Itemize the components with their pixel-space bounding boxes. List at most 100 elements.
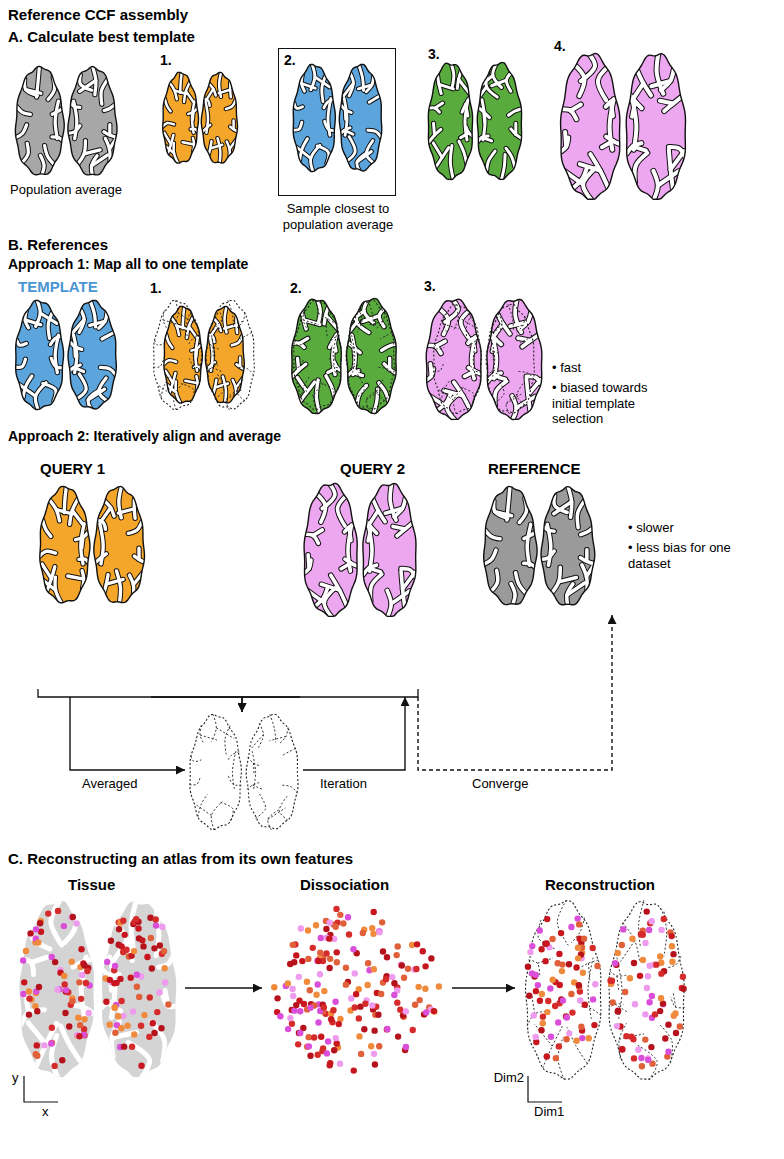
cell-dot (533, 972, 539, 978)
cell-dot (401, 975, 407, 981)
dotted-sulcus (279, 796, 288, 820)
cell-dot (376, 928, 382, 934)
dotted-sulcus (215, 374, 224, 399)
cell-dot (560, 997, 566, 1003)
cell-dot (85, 1010, 91, 1016)
cell-dot (620, 926, 626, 932)
dotted-sulcus (207, 341, 219, 349)
cell-dot (384, 1026, 390, 1032)
cell-dot (415, 984, 421, 990)
cell-dot (153, 916, 159, 922)
cell-dot (383, 976, 389, 982)
dotted-sulcus (492, 339, 495, 376)
dotted-sulcus (508, 325, 523, 329)
dotted-sulcus (193, 335, 196, 372)
brain-hemisphere (163, 72, 199, 163)
brain-outline (15, 66, 64, 174)
cell-dot (315, 1052, 321, 1058)
sulcus (635, 153, 648, 182)
cell-dot (73, 920, 79, 926)
dotted-sulcus (636, 1044, 658, 1080)
cell-dot (410, 1027, 416, 1033)
sulci (39, 486, 89, 603)
cell-dot (564, 1014, 570, 1020)
sulcus (451, 62, 454, 88)
cell-dot (645, 973, 651, 979)
brain-hemisphere (347, 299, 397, 414)
cell-dot (327, 1062, 333, 1068)
cell-dot (369, 925, 375, 931)
sulci (346, 298, 396, 413)
connector-arrow (452, 987, 515, 988)
sulcus (32, 920, 50, 949)
cell-dot (556, 1043, 562, 1049)
dotted-sulcus (508, 304, 514, 331)
cell-dot (566, 1030, 572, 1036)
axis (24, 1076, 58, 1102)
cell-dot (333, 906, 339, 912)
sulcus (74, 101, 77, 138)
sulcus (48, 311, 53, 338)
dotted-sulcus (248, 757, 261, 766)
sulcus (299, 338, 308, 343)
cell-dot (371, 1027, 377, 1033)
cell-dot (378, 991, 384, 997)
cell-dot (112, 1005, 118, 1011)
cell-dot (296, 998, 302, 1004)
cell-dot (165, 1001, 171, 1007)
brain-drawing (293, 300, 394, 410)
sulcus (61, 1026, 81, 1062)
sulci (484, 486, 536, 606)
dotted-sulcus (368, 300, 374, 327)
dotted-sulcus (191, 756, 201, 761)
brain-drawing (292, 298, 396, 414)
brain-drawing (153, 300, 254, 410)
cell-dot (333, 1035, 339, 1041)
cell-dot (350, 946, 356, 952)
cell-dot (405, 966, 411, 972)
sulcus (297, 378, 307, 392)
sulcus (92, 155, 108, 166)
cell-dot (538, 946, 544, 952)
cell-dot (274, 995, 280, 1001)
cell-dot (384, 1026, 390, 1032)
cell-dot (642, 1036, 648, 1042)
sulcus-edge (55, 101, 58, 138)
sulcus (232, 336, 242, 345)
cell-dot (26, 995, 32, 1001)
cell-dot (589, 945, 595, 951)
brain-outline (94, 487, 145, 603)
cell-dot (307, 987, 313, 993)
cell-dot (135, 925, 141, 931)
cell-dot (59, 1057, 65, 1063)
brain-drawing (561, 52, 686, 200)
cell-dot (526, 992, 532, 998)
sulci (292, 298, 341, 414)
cell-dot (290, 942, 296, 948)
dotted-outline (206, 300, 254, 408)
dotted-outline (190, 715, 241, 830)
cell-dot (394, 999, 400, 1005)
cell-dot (296, 974, 302, 980)
cell-dot (532, 1034, 538, 1040)
sulcus (189, 326, 197, 338)
sulcus (436, 341, 446, 346)
sulcus (22, 143, 28, 162)
sulcus (101, 508, 111, 522)
cell-dot (580, 970, 586, 976)
dotted-sulcus (438, 389, 454, 400)
cell-dot (540, 1020, 546, 1026)
sulcus (17, 340, 27, 345)
connector-arrow (242, 697, 300, 712)
dotted-sulcus (543, 1025, 563, 1068)
dotted-sulcus (226, 389, 242, 400)
dotted-sulcus (256, 792, 266, 818)
sulcus-edge (598, 67, 607, 100)
sulcus-edge (357, 386, 367, 406)
brain-outline (201, 72, 237, 163)
cell-dot (151, 1030, 157, 1036)
cell-dot (348, 995, 354, 1001)
cell-dot (422, 986, 428, 992)
sulci (16, 66, 63, 176)
cell-dot (104, 959, 110, 965)
